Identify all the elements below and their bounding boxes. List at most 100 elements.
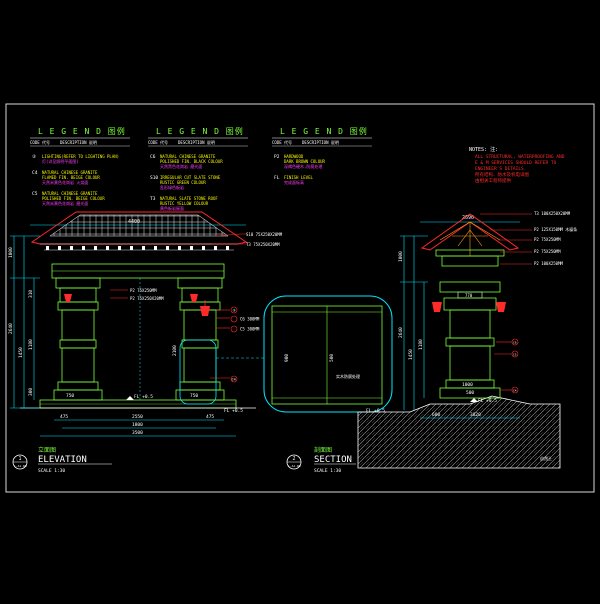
height-dim: 1450 xyxy=(18,347,24,358)
title-cn: 剖面图 xyxy=(314,446,332,454)
legend-code: T3 xyxy=(150,196,156,202)
notes-block: NOTES: 注: ALL STRUCTURAL, WATERPROOFING … xyxy=(469,146,565,184)
title-en: ELEVATION xyxy=(38,455,87,465)
fl-label: FL +0.5 xyxy=(224,408,243,414)
lighting-callout: ③ xyxy=(233,309,237,313)
height-dimensions xyxy=(10,235,40,409)
legend-description: POLISHED FIN. BEIGE COLOUR xyxy=(42,196,105,201)
detail-enlargement: 500 900 实木防腐处理 xyxy=(179,295,393,413)
grade-note: 自然土 xyxy=(540,455,552,461)
legend-description: RUSTIC GREEN COLOUR xyxy=(160,180,206,185)
height-dim: 300 xyxy=(28,388,34,396)
legend-title: L E G E N D 图例 xyxy=(280,126,368,136)
roof-callout: T3 75X250X20MM xyxy=(246,242,280,247)
roof-tiles xyxy=(49,214,229,237)
notes-title: NOTES: 注: xyxy=(469,146,498,153)
notes-line: 由相关工程师提供 xyxy=(475,177,511,184)
level-marker-icon xyxy=(470,398,478,402)
section-drawing: 自然土 2690 770 xyxy=(286,211,577,474)
bottom-dim: 600 xyxy=(432,412,440,418)
callout-leaders xyxy=(110,233,248,379)
legend-description: POLISHED FIN. BLACK COLOUR xyxy=(160,159,223,164)
detail-source-bubble xyxy=(179,339,217,405)
title-en: SECTION xyxy=(314,455,352,465)
title-cn: 立面图 xyxy=(38,446,56,454)
column-callout: C5 300MM xyxy=(240,327,260,332)
legend-code-header: CODE 代号 xyxy=(272,139,292,145)
fl-label: FL +0.5 xyxy=(366,408,385,414)
section-column xyxy=(439,297,501,399)
legend-code: C4 xyxy=(32,170,38,176)
legend-description: NATURAL CHINESE GRANITE xyxy=(42,191,98,196)
height-dimensions xyxy=(400,235,428,410)
scale-label: SCALE 1:30 xyxy=(38,468,65,474)
legend-description: 灯(详见照明平面图) xyxy=(42,158,79,164)
legend-code: ③ xyxy=(32,154,37,160)
legend-desc-header: DESCRIPTION 说明 xyxy=(302,139,339,145)
legend-code: S10 xyxy=(150,175,158,181)
legend-description: NATURAL CHINESE GRANITE xyxy=(160,154,216,159)
callout-bubble xyxy=(230,315,238,323)
column-callout: C4 xyxy=(232,378,236,382)
height-dim: 310 xyxy=(28,290,34,298)
notes-line: ENGINEER'S DETAILS. xyxy=(475,166,526,172)
sheet-border xyxy=(5,103,595,493)
drawing-number: 1 xyxy=(19,456,22,462)
legend-description: 黄色板岩屋面 xyxy=(160,205,184,211)
notes-line: ALL STRUCTURAL, WATERPROOFING AND xyxy=(475,154,565,160)
roof-callout: S10 75X250X20MM xyxy=(246,232,283,237)
section-callout: T3 100X250X20MM xyxy=(534,211,571,216)
fl-label: FL +0.5 xyxy=(478,398,497,404)
legend-description: 天然米黄色花岗岩 火烧面 xyxy=(42,179,88,185)
height-dim: 1180 xyxy=(28,339,34,350)
base-dim: 500 xyxy=(466,390,474,396)
legend-desc-header: DESCRIPTION 说明 xyxy=(178,139,215,145)
bottom-dim: 1800 xyxy=(132,422,143,428)
callout-bubble xyxy=(230,375,238,383)
section-callout: C6 xyxy=(513,341,517,345)
legend-area: L E G E N D 图例 CODE 代号 DESCRIPTION 说明 ③ LIGH… xyxy=(30,126,372,211)
legend-desc-header: DESCRIPTION 说明 xyxy=(60,139,97,145)
legend-code-header: CODE 代号 xyxy=(148,139,168,145)
callout-bubble xyxy=(230,325,238,333)
legend-code: FL xyxy=(274,175,280,181)
drawing-ref: L-A1-00 xyxy=(14,464,27,468)
legend-description: FINISH LEVEL xyxy=(284,175,313,180)
overall-width-dim: 2690 xyxy=(462,215,474,221)
section-callout: P2 125X150MM 木檩条 xyxy=(534,226,577,232)
legend-description: NATURAL CHINESE GRANITE xyxy=(42,170,98,175)
legend-description: IRREGULAR CUT SLATE STONE xyxy=(160,175,221,180)
bottom-dim: 475 xyxy=(60,414,68,420)
legend-description: 天然米黄色花岗岩 磨光面 xyxy=(42,200,88,206)
beam-callout: P2 75X250MM xyxy=(130,288,157,293)
left-column xyxy=(53,277,103,401)
legend-description: HARDWOOD xyxy=(284,154,304,159)
legend-description: 乱形绿色板岩 xyxy=(160,184,184,190)
bottom-dimensions xyxy=(40,419,236,437)
callout-bubble xyxy=(511,350,519,358)
fl-label: FL +0.5 xyxy=(134,394,153,400)
detail-dim: 900 xyxy=(284,354,290,362)
base-dim: 1000 xyxy=(462,382,473,388)
section-callout: C4 xyxy=(513,389,517,393)
level-marker-icon xyxy=(126,396,134,400)
legend-description: 天然黑色花岗岩 磨光面 xyxy=(160,163,202,169)
legend-description: 完成面标高 xyxy=(284,179,304,185)
height-dim: 1180 xyxy=(418,339,424,350)
roof-rafters xyxy=(40,243,238,251)
lantern-icon xyxy=(432,302,506,312)
callout-bubble xyxy=(511,386,519,394)
scale-label: SCALE 1:30 xyxy=(314,468,341,474)
height-dim: 1450 xyxy=(408,349,414,360)
elevation-drawing: 4400 xyxy=(8,211,283,474)
bottom-dim: 3820 xyxy=(470,412,481,418)
legend-description: LIGHTING(REFER TO LIGHTING PLAN) xyxy=(42,154,119,159)
lantern-icon xyxy=(64,294,210,316)
height-dim: 1000 xyxy=(8,247,14,258)
section-callout: C5 xyxy=(513,353,517,357)
notes-line: E & M SERVICES SHOULD REFER TO xyxy=(475,160,557,166)
legend-description: FLAMED FIN. BEIGE COLOUR xyxy=(42,175,100,180)
bottom-dim: 2550 xyxy=(132,414,143,420)
detail-note: 实木防腐处理 xyxy=(336,373,360,379)
